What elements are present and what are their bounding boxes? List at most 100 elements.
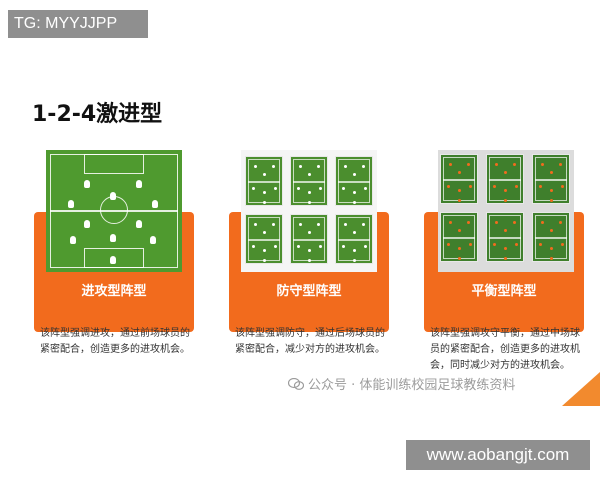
player-dot (458, 189, 461, 192)
player-dot (274, 245, 277, 248)
player-dot (504, 229, 507, 232)
player-dot (550, 257, 553, 260)
player-dot (297, 245, 300, 248)
player-dot (447, 243, 450, 246)
player-dot (364, 245, 367, 248)
player-dot (263, 173, 266, 176)
player-dot (504, 189, 507, 192)
pitch-grid (241, 150, 377, 272)
player-dot (254, 165, 257, 168)
player-dot (319, 245, 322, 248)
player-dot (297, 187, 300, 190)
player-dot (342, 245, 345, 248)
player-dot (308, 191, 311, 194)
player-dot (449, 221, 452, 224)
player-dot (263, 201, 266, 204)
player-dot (263, 231, 266, 234)
card-label: 进攻型阵型 (81, 284, 147, 299)
player-dot (362, 223, 365, 226)
player-dot (263, 191, 266, 194)
player-dot (458, 247, 461, 250)
player-dot (308, 201, 311, 204)
player-dot (515, 185, 518, 188)
player-dot (342, 187, 345, 190)
player-dot (495, 163, 498, 166)
player-dot (541, 221, 544, 224)
card-description: 该阵型强调进攻，通过前场球员的紧密配合，创造更多的进攻机会。 (40, 328, 190, 355)
player-dot (252, 187, 255, 190)
pitch-grid-defense (241, 150, 377, 272)
player-dot (252, 245, 255, 248)
pitch-image-attack (46, 150, 182, 272)
player-dot (458, 229, 461, 232)
player-dot (495, 221, 498, 224)
player-dot (308, 231, 311, 234)
player-dot (504, 171, 507, 174)
url-watermark: www.aobangjt.com (406, 440, 590, 470)
player-dot (515, 243, 518, 246)
player-dot (353, 191, 356, 194)
player-dot (308, 173, 311, 176)
player-dot (559, 221, 562, 224)
player-dot (559, 163, 562, 166)
player-dot (458, 257, 461, 260)
player-dot (353, 249, 356, 252)
player-dot (317, 223, 320, 226)
player-dot (299, 223, 302, 226)
player-dot (317, 165, 320, 168)
watermark: 公众号 · 体能训练校园足球教练资料 (288, 374, 515, 393)
player-dot (539, 185, 542, 188)
player-dot (458, 199, 461, 202)
player-dot (319, 187, 322, 190)
wechat-icon (288, 378, 304, 390)
player-dot (274, 187, 277, 190)
player-dot (539, 243, 542, 246)
player-dot (364, 187, 367, 190)
player-dot (513, 221, 516, 224)
watermark-text: 公众号 · 体能训练校园足球教练资料 (308, 378, 516, 393)
player-dot (561, 185, 564, 188)
player-dot (344, 165, 347, 168)
player-dot (299, 165, 302, 168)
pitch-grid (438, 150, 574, 272)
player-dot (458, 171, 461, 174)
player-dot (469, 185, 472, 188)
player-dot (493, 243, 496, 246)
card-label: 防守型阵型 (276, 284, 342, 299)
card-description: 该阵型强调防守，通过后场球员的紧密配合，减少对方的进攻机会。 (235, 328, 385, 355)
player-dot (263, 249, 266, 252)
player-dot (513, 163, 516, 166)
player-dot (550, 229, 553, 232)
player-dot (493, 185, 496, 188)
player-dot (353, 201, 356, 204)
player-dot (504, 247, 507, 250)
player-dot (362, 165, 365, 168)
player-dot (272, 165, 275, 168)
player-dot (344, 223, 347, 226)
player-dot (504, 257, 507, 260)
player-dot (469, 243, 472, 246)
player-dot (353, 231, 356, 234)
player-dot (263, 259, 266, 262)
player-dot (550, 189, 553, 192)
player-dot (449, 163, 452, 166)
orange-corner-decoration (562, 372, 600, 406)
player-dot (467, 221, 470, 224)
player-dot (550, 171, 553, 174)
player-dot (467, 163, 470, 166)
pitch-field (46, 150, 182, 272)
pitch-grid-balanced (438, 150, 574, 272)
player-dot (353, 173, 356, 176)
player-dot (447, 185, 450, 188)
top-left-tag: TG: MYYJJPP (8, 10, 148, 38)
player-dot (272, 223, 275, 226)
page-heading: 1-2-4激进型 (32, 102, 163, 127)
player-dot (504, 199, 507, 202)
player-dot (254, 223, 257, 226)
card-label: 平衡型阵型 (471, 284, 537, 299)
player-dot (353, 259, 356, 262)
card-description: 该阵型强调攻守平衡，通过中场球员的紧密配合，创造更多的进攻机会，同时减少对方的进… (430, 328, 580, 371)
player-dot (541, 163, 544, 166)
player-dot (308, 259, 311, 262)
player-dot (561, 243, 564, 246)
